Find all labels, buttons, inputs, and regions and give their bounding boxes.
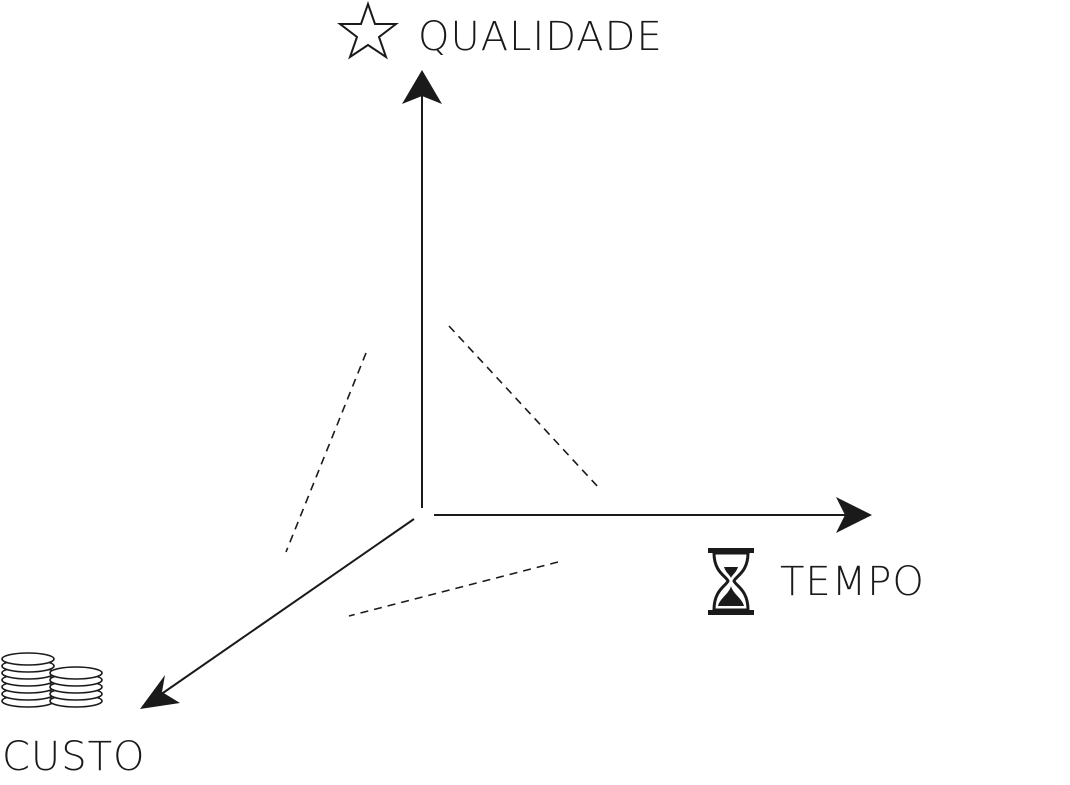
dashed-line-quality-time xyxy=(448,325,600,489)
dashed-line-time-cost xyxy=(348,561,559,617)
time-label: TEMPO xyxy=(780,559,925,605)
hourglass-icon xyxy=(708,548,754,615)
star-icon xyxy=(337,0,399,60)
quality-label: QUALIDADE xyxy=(418,14,663,60)
time-axis xyxy=(434,497,872,533)
quality-axis xyxy=(402,70,442,508)
time-arrowhead xyxy=(836,497,872,533)
cost-axis xyxy=(140,518,415,709)
cost-label: CUSTO xyxy=(2,734,146,780)
coins-icon xyxy=(1,652,103,708)
quality-arrowhead xyxy=(402,70,442,104)
dashed-line-quality-cost xyxy=(285,352,367,553)
cost-arrowhead xyxy=(140,675,180,709)
